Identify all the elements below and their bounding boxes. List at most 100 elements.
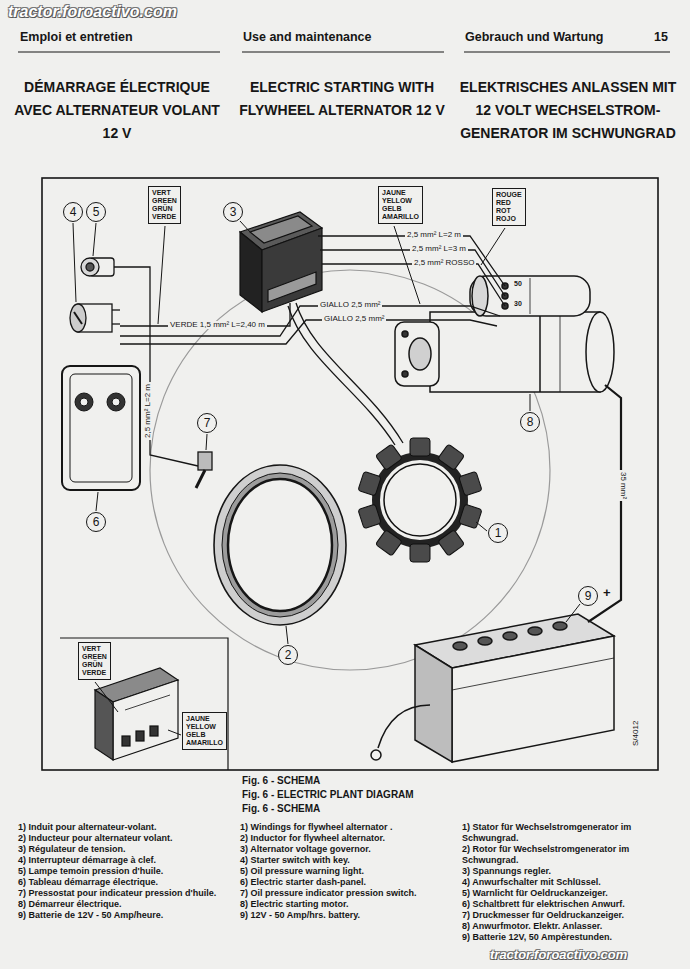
callout-number: 7 <box>197 413 217 433</box>
oil-warning-lamp <box>81 258 114 276</box>
color-tag-text: VERT GREEN GRÜN VERDE <box>152 189 177 221</box>
starter-motor <box>470 276 590 316</box>
parts-list-item: 3) Alternator voltage governor. <box>240 844 452 855</box>
leader-line <box>73 223 76 302</box>
stator-coils <box>375 444 402 470</box>
wire-label: 2,5 mm² L=2 m <box>405 231 463 239</box>
oil-warning-lamp <box>81 258 99 276</box>
terminal-label: 30 <box>512 300 524 307</box>
section-title: ELEKTRISCHES ANLASSEN MIT 12 VOLT WECHSE… <box>452 76 684 145</box>
leader-line <box>481 228 505 265</box>
stator-coils <box>410 544 430 562</box>
starter-motor <box>560 312 561 392</box>
page-header: Gebrauch und Wartung <box>465 30 603 44</box>
rotor-ring <box>214 465 346 625</box>
parts-list-item: 8) Démarreur électrique. <box>18 899 232 910</box>
parts-list-item: 2) Inducteur pour alternateur volant. <box>18 833 232 844</box>
dash-panel <box>107 393 125 411</box>
parts-list-item: 3) Régulateur de tension. <box>18 844 232 855</box>
stator-coils <box>410 438 430 456</box>
header-rule <box>18 51 670 52</box>
battery <box>503 632 517 640</box>
inset-regulator <box>122 736 130 746</box>
inset-regulator <box>95 690 113 760</box>
dash-panel <box>70 374 132 482</box>
stator-coils <box>459 504 482 529</box>
parts-list-item: 7) Druckmesser für Oeldruckanzeiger. <box>462 910 676 921</box>
stator-coils <box>384 464 456 536</box>
callout-text: 4 <box>70 206 77 218</box>
wire <box>114 236 621 622</box>
page-number: 15 <box>654 30 668 44</box>
page-header: Emploi et entretien <box>20 30 133 44</box>
ground-strap <box>371 705 430 760</box>
callout-text: 7 <box>204 417 211 429</box>
leader-line <box>286 626 288 644</box>
parts-list-item: 2) Rotor für Wechselstromgenerator im Sc… <box>462 844 676 866</box>
parts-list-item: 8) Electric starting motor. <box>240 899 452 910</box>
stator-coils <box>358 471 381 496</box>
battery <box>478 637 492 645</box>
wire-label: 35 mm² <box>619 470 627 501</box>
wire-label: 2,5 mm² L=3 m <box>410 245 468 253</box>
color-tag: VERT GREEN GRÜN VERDE <box>78 642 111 680</box>
battery <box>415 614 614 762</box>
terminal-label: 50 <box>512 280 524 287</box>
stator-coils <box>459 471 482 496</box>
watermark: tractor.foroactivo.com <box>8 3 177 21</box>
callout-number: 2 <box>278 645 298 665</box>
figure-caption: Fig. 6 - ELECTRIC PLANT DIAGRAM <box>242 789 414 801</box>
starter-motor <box>395 322 439 386</box>
color-tag: VERT GREEN GRÜN VERDE <box>148 186 181 224</box>
callout-number: 3 <box>223 202 243 222</box>
wire <box>120 306 500 336</box>
callout-number: 5 <box>86 202 106 222</box>
dash-panel <box>75 393 93 411</box>
battery <box>453 642 467 650</box>
rotor-ring <box>228 479 332 611</box>
header-rule <box>242 51 444 52</box>
key-switch <box>70 304 86 332</box>
dash-panel <box>62 366 140 490</box>
battery <box>452 658 614 690</box>
color-tag: JAUNE YELLOW GELB AMARILLO <box>182 712 227 750</box>
leader-line <box>93 223 96 256</box>
inset-regulator <box>113 680 178 760</box>
parts-list-item: 4) Interrupteur démarrage à clef. <box>18 855 232 866</box>
parts-list-item: 6) Electric starter dash-panel. <box>240 877 452 888</box>
parts-list-item: 8) Anwurfmotor. Elektr. Anlasser. <box>462 921 676 932</box>
starter-motor <box>402 371 408 377</box>
parts-list-item: 2) Inductor for flywheel alternator. <box>240 833 452 844</box>
battery <box>528 627 542 635</box>
parts-list-item: 9) Batterie de 12V - 50 Amp/heure. <box>18 910 232 921</box>
battery <box>415 645 452 762</box>
key-switch <box>74 312 82 324</box>
parts-list-item: 6) Tableau démarrage électrique. <box>18 877 232 888</box>
stator-coils <box>376 456 464 544</box>
starter-motor <box>402 331 408 337</box>
oil-pressure-switch <box>196 452 212 488</box>
wire-label: GIALLO 2,5 mm² <box>318 301 382 309</box>
leader-line <box>566 604 580 622</box>
wire <box>120 320 497 344</box>
leader-line <box>240 221 250 232</box>
leader-line <box>96 492 98 511</box>
voltage-regulator <box>268 272 316 302</box>
parts-list-item: 1) Induit pour alternateur-volant. <box>18 822 232 833</box>
wire <box>288 306 395 445</box>
parts-list-item: 4) Anwurfschalter mit Schlüssel. <box>462 877 676 888</box>
color-tag-text: JAUNE YELLOW GELB AMARILLO <box>186 715 223 747</box>
wire-label: VERDE 1,5 mm² L=2,40 m <box>168 321 267 329</box>
callout-text: 2 <box>285 649 292 661</box>
parts-list-item: 9) 12V - 50 Amp/hrs. battery. <box>240 910 452 921</box>
parts-list-item: 1) Windings for flywheel alternator . <box>240 822 452 833</box>
watermark: tractor.foroactivo.com <box>490 948 627 963</box>
callout-number: 4 <box>63 202 83 222</box>
color-tag: JAUNE YELLOW GELB AMARILLO <box>378 186 423 224</box>
starter-motor <box>530 278 531 314</box>
figure-caption: Fig. 6 - SCHEMA <box>242 803 320 815</box>
section-title: DÉMARRAGE ÉLECTRIQUE AVEC ALTERNATEUR VO… <box>12 76 222 145</box>
callout-text: 1 <box>495 527 502 539</box>
wire <box>320 250 505 296</box>
figure-frame <box>60 638 228 770</box>
